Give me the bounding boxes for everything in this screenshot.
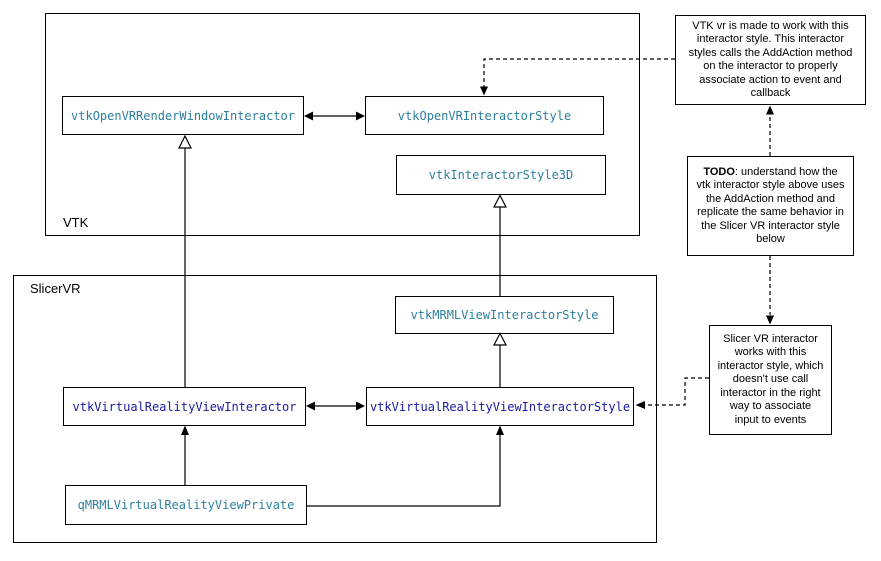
note-todo-body: : understand how the vtk interactor styl… xyxy=(696,165,845,246)
arrow-dashed-todo-to-slicernote xyxy=(766,256,774,325)
node-vtkopenvrrenderwindowinteractor: vtkOpenVRRenderWindowInteractor xyxy=(62,96,304,135)
node-vtkmrmlviewinteractorstyle: vtkMRMLViewInteractorStyle xyxy=(395,296,614,334)
note-slicer-interactor-text: Slicer VR interactor works with this int… xyxy=(717,332,824,426)
note-vtk-interactor-style: VTK vr is made to work with this interac… xyxy=(675,15,866,105)
note-vtk-interactor-style-text: VTK vr is made to work with this interac… xyxy=(688,19,853,100)
node-vtkopenvrinteractorstyle: vtkOpenVRInteractorStyle xyxy=(365,96,604,135)
note-todo-bold-label: TODO xyxy=(703,165,735,178)
node-vtkinteractorstyle3d: vtkInteractorStyle3D xyxy=(396,155,606,195)
note-todo: TODO: understand how the vtk interactor … xyxy=(687,156,854,256)
node-vtkvirtualrealityviewinteractorstyle: vtkVirtualRealityViewInteractorStyle xyxy=(366,387,634,426)
group-slicervr: SlicerVR xyxy=(13,275,657,543)
group-vtk: VTK xyxy=(45,13,640,236)
node-qmrmlvirtualrealityviewprivate: qMRMLVirtualRealityViewPrivate xyxy=(65,485,307,525)
note-slicer-interactor: Slicer VR interactor works with this int… xyxy=(709,325,832,435)
arrow-dashed-todo-to-vtknote xyxy=(766,105,774,156)
group-vtk-label: VTK xyxy=(63,215,89,230)
note-todo-text: TODO: understand how the vtk interactor … xyxy=(697,166,845,247)
group-slicervr-label: SlicerVR xyxy=(30,281,81,296)
node-vtkvirtualrealityviewinteractor: vtkVirtualRealityViewInteractor xyxy=(63,387,306,426)
